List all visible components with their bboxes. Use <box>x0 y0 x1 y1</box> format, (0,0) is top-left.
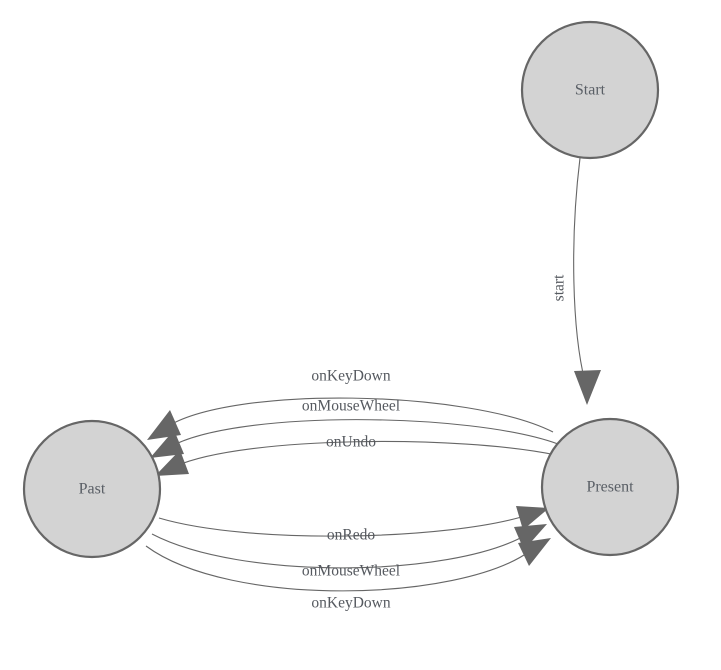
edge-start-to-present[interactable]: start <box>551 157 601 405</box>
node-start-label: Start <box>575 82 606 99</box>
edge-path-past-present-wheel <box>151 533 527 569</box>
edge-label-present-past-keydown: onKeyDown <box>311 368 390 385</box>
arrow-head-start <box>574 370 601 405</box>
edge-label-past-present-keydown: onKeyDown <box>311 595 390 612</box>
edge-present-to-past-onundo[interactable]: onUndo <box>155 434 557 476</box>
edge-label-start: start <box>551 274 568 301</box>
node-present-label: Present <box>586 479 634 496</box>
edge-path-past-present-keydown <box>145 545 531 592</box>
edge-path-present-past-wheel <box>169 419 559 448</box>
node-present[interactable]: Present <box>540 417 680 557</box>
edge-past-to-present-onkeydown[interactable]: onKeyDown <box>145 538 551 612</box>
edge-path-start <box>573 157 586 383</box>
edge-path-present-past-undo <box>175 440 557 467</box>
node-start[interactable]: Start <box>520 20 660 160</box>
edge-label-past-present-wheel: onMouseWheel <box>302 563 400 580</box>
edge-path-present-past-keydown <box>164 397 554 433</box>
node-start-circle <box>520 20 660 160</box>
edge-label-past-present-redo: onRedo <box>327 527 375 544</box>
edge-past-to-present-onredo[interactable]: onRedo <box>158 506 549 544</box>
node-past-circle <box>22 419 162 559</box>
edge-path-past-present-redo <box>158 514 529 537</box>
node-past-label: Past <box>79 481 106 498</box>
node-past[interactable]: Past <box>22 419 162 559</box>
edge-label-present-past-wheel: onMouseWheel <box>302 398 400 415</box>
arrow-head-past-present-redo <box>516 506 549 530</box>
node-present-circle <box>540 417 680 557</box>
edge-present-to-past-onmousewheel[interactable]: onMouseWheel <box>150 398 559 458</box>
arrow-head-present-past-wheel <box>150 430 184 458</box>
arrow-head-past-present-keydown <box>518 538 551 566</box>
edge-label-present-past-undo: onUndo <box>326 434 376 451</box>
arrow-head-present-past-undo <box>155 450 189 476</box>
